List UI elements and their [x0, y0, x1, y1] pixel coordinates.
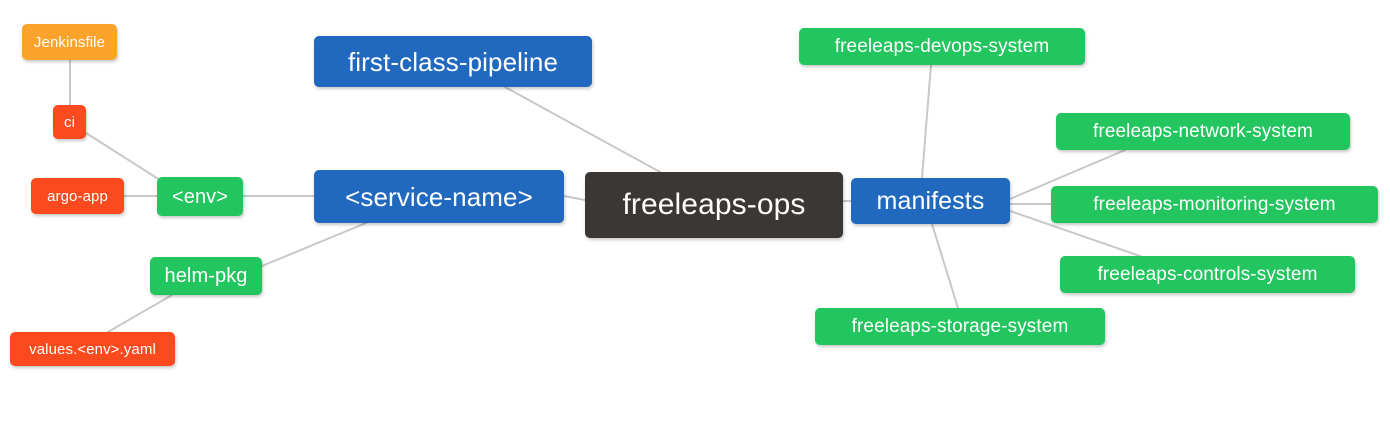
mindmap-node-freeleaps-ops[interactable]: freeleaps-ops — [585, 172, 843, 238]
mindmap-node-helm-pkg[interactable]: helm-pkg — [150, 257, 262, 295]
mindmap-node-jenkinsfile[interactable]: Jenkinsfile — [22, 24, 117, 60]
node-label-freeleaps-controls-system: freeleaps-controls-system — [1097, 264, 1318, 285]
edge-e-manifests-devops — [921, 64, 932, 179]
node-label-ci: ci — [63, 113, 76, 131]
edge-e-helm-values — [107, 294, 173, 333]
node-label-freeleaps-storage-system: freeleaps-storage-system — [851, 316, 1069, 337]
node-label-argo-app: argo-app — [47, 187, 108, 205]
node-label-env: <env> — [171, 185, 229, 208]
edge-e-manifests-storage — [931, 223, 959, 309]
mindmap-node-freeleaps-controls-system[interactable]: freeleaps-controls-system — [1060, 256, 1355, 293]
node-label-helm-pkg: helm-pkg — [164, 265, 248, 287]
edge-e-service-helm — [261, 222, 367, 267]
mindmap-node-freeleaps-network-system[interactable]: freeleaps-network-system — [1056, 113, 1350, 150]
mindmap-node-manifests[interactable]: manifests — [851, 178, 1010, 224]
node-label-service-name: <service-name> — [345, 181, 533, 212]
node-label-jenkinsfile: Jenkinsfile — [33, 33, 106, 51]
node-label-first-class-pipeline: first-class-pipeline — [347, 46, 559, 77]
node-label-values-env-yaml: values.<env>.yaml — [29, 340, 156, 358]
mindmap-node-freeleaps-storage-system[interactable]: freeleaps-storage-system — [815, 308, 1105, 345]
mindmap-node-freeleaps-devops-system[interactable]: freeleaps-devops-system — [799, 28, 1085, 65]
mindmap-node-argo-app[interactable]: argo-app — [31, 178, 124, 214]
edge-e-ci-env — [85, 132, 161, 181]
edge-e-service-root — [563, 195, 586, 201]
mindmap-node-service-name[interactable]: <service-name> — [314, 170, 564, 223]
node-label-freeleaps-devops-system: freeleaps-devops-system — [834, 36, 1050, 57]
node-label-freeleaps-ops: freeleaps-ops — [622, 188, 806, 221]
edge-e-pipeline-root — [504, 86, 661, 173]
mindmap-node-values-env-yaml[interactable]: values.<env>.yaml — [10, 332, 175, 366]
mindmap-node-ci[interactable]: ci — [53, 105, 86, 139]
mindmap-node-freeleaps-monitoring-system[interactable]: freeleaps-monitoring-system — [1051, 186, 1378, 223]
node-label-freeleaps-monitoring-system: freeleaps-monitoring-system — [1093, 194, 1336, 215]
mindmap-node-env[interactable]: <env> — [157, 177, 243, 216]
node-label-freeleaps-network-system: freeleaps-network-system — [1093, 121, 1313, 142]
node-label-manifests: manifests — [876, 186, 985, 215]
mindmap-node-first-class-pipeline[interactable]: first-class-pipeline — [314, 36, 592, 87]
